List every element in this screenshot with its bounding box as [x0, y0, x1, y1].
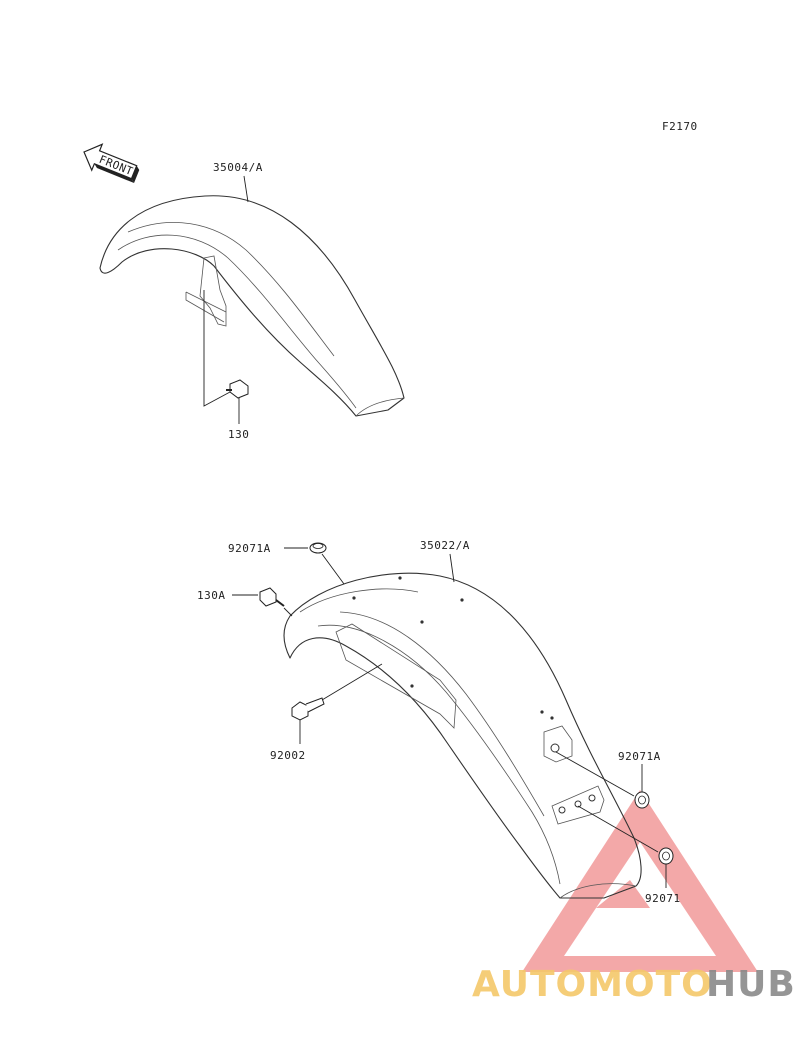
part-label-130a: 130A — [197, 589, 226, 602]
bolt-130a-icon — [259, 587, 285, 607]
part-label-35022-a: 35022/A — [420, 539, 470, 552]
grommet-bottom-icon — [658, 847, 674, 865]
part-label-35004-a: 35004/A — [213, 161, 263, 174]
front-fender — [99, 195, 405, 417]
grommet-right-icon — [634, 791, 650, 809]
bolt-92002-icon — [291, 697, 325, 721]
grommet-top-icon — [309, 542, 327, 554]
front-arrow-icon: FRONT — [83, 143, 140, 183]
part-label-92002: 92002 — [270, 749, 306, 762]
watermark-text-hub: HUB — [706, 964, 796, 1005]
watermark-logo — [522, 790, 758, 972]
bolt-130-icon — [226, 379, 249, 399]
diagram-code: F2170 — [662, 120, 698, 133]
rear-fender — [283, 572, 642, 899]
part-label-92071a-top: 92071A — [228, 542, 271, 555]
watermark-text-automoto: AUTOMOTO — [472, 964, 713, 1005]
part-label-92071-bottom: 92071 — [645, 892, 681, 905]
part-label-92071a-right: 92071A — [618, 750, 661, 763]
part-label-130: 130 — [228, 428, 249, 441]
